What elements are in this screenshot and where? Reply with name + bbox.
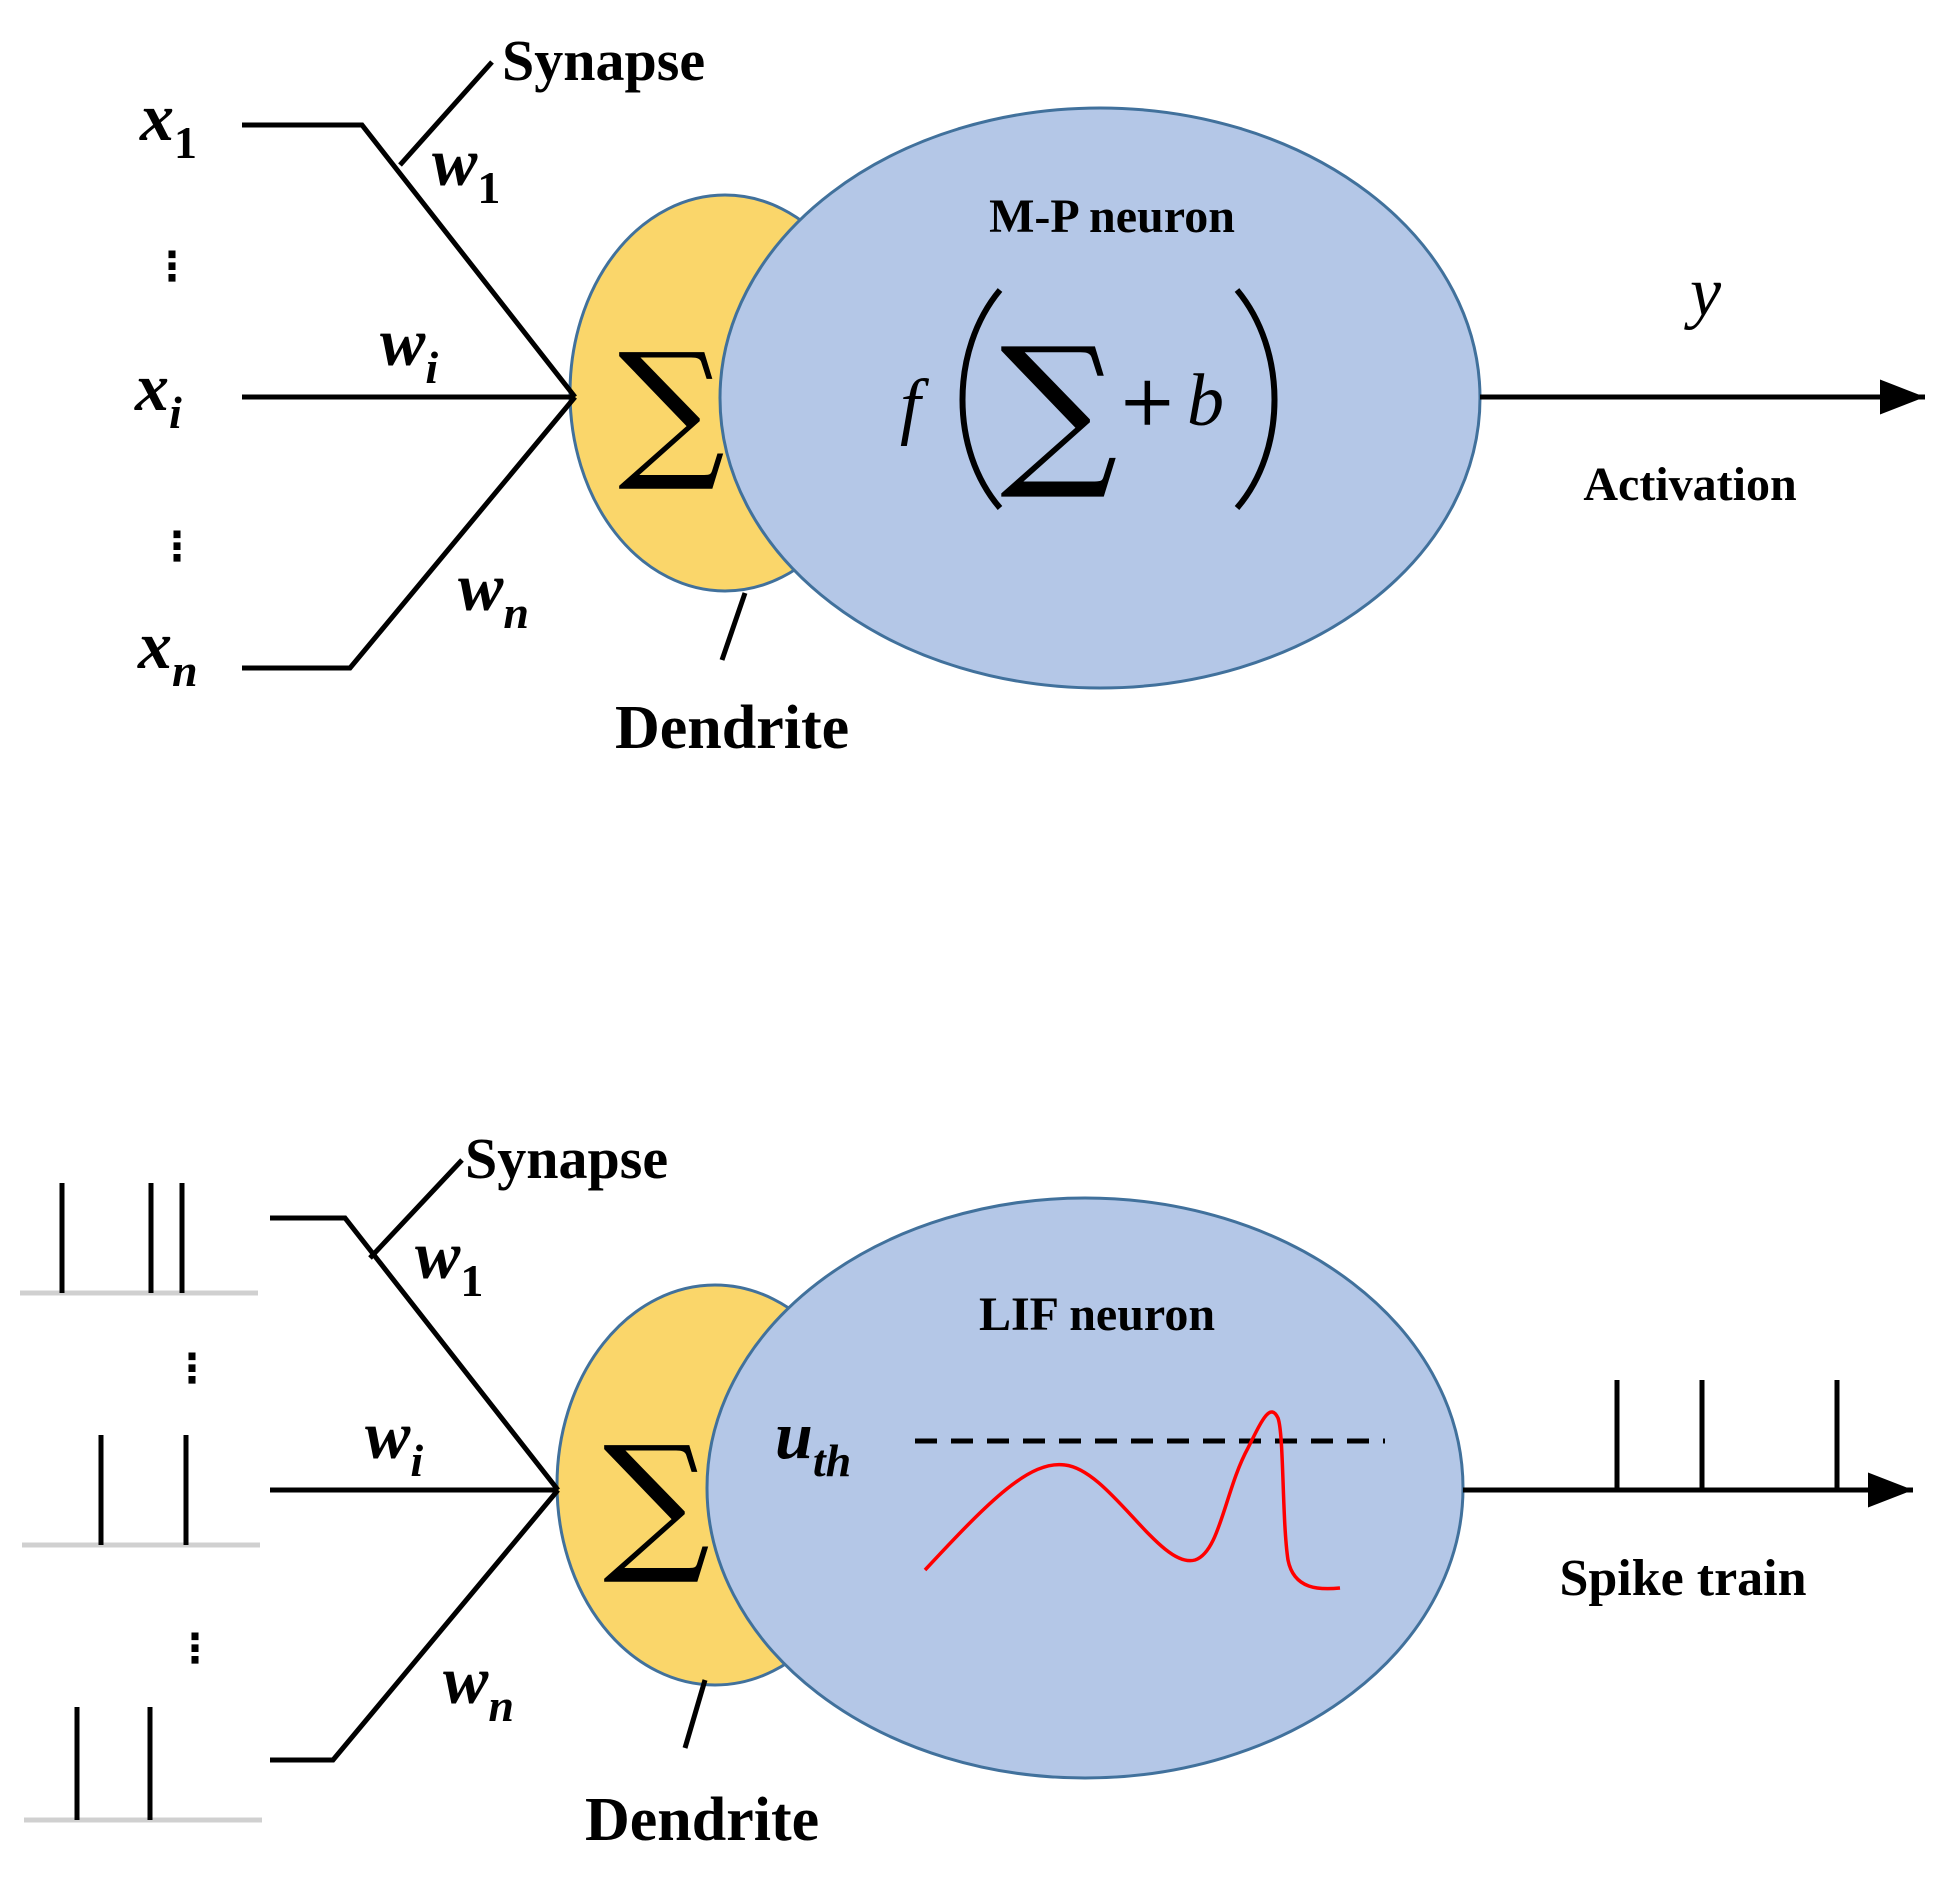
lif-weight-wn: wn — [443, 1642, 514, 1731]
mp-weight-w1: w1 — [432, 124, 500, 213]
mp-synapse-pointer — [398, 60, 494, 167]
lif-membrane-potential-curve — [923, 1410, 1341, 1591]
mp-input-x1: x1 — [139, 79, 197, 168]
lif-weight-wi: wi — [365, 1397, 423, 1486]
mp-synapse-label: Synapse — [502, 28, 705, 93]
mp-input-wire-1 — [242, 122, 577, 399]
lif-neuron-title: LIF neuron — [979, 1288, 1215, 1341]
mp-dendrite-sum-symbol: ∑ — [618, 322, 725, 496]
formula-sum: ∑ — [1000, 312, 1118, 504]
lif-dendrite-pointer — [682, 1679, 708, 1749]
mp-activation-label: Activation — [1583, 458, 1796, 511]
lif-input-wire-n — [270, 1488, 560, 1763]
lif-synapse-pointer — [368, 1158, 464, 1260]
mp-dendrite-label: Dendrite — [615, 694, 849, 762]
lif-input-spike-train-1 — [20, 1183, 258, 1296]
formula-left-paren — [959, 288, 1003, 510]
lif-weight-w1: w1 — [415, 1217, 483, 1306]
mp-input-xn: xn — [137, 607, 198, 696]
mp-neuron-title: M-P neuron — [989, 190, 1235, 243]
lif-input-spike-train-i — [22, 1435, 260, 1548]
formula-b: b — [1187, 360, 1224, 442]
mp-input-ellipsis-upper: ⋮ — [152, 244, 192, 290]
mp-weight-wi: wi — [380, 304, 438, 393]
mp-input-xi: xi — [134, 349, 182, 438]
mp-input-wire-n — [242, 395, 577, 671]
lif-dendrite-label: Dendrite — [585, 1786, 819, 1854]
mp-weight-wn: wn — [458, 549, 529, 638]
mp-input-ellipsis-lower: ⋮ — [157, 524, 197, 570]
lif-input-ellipsis-upper: ⋮ — [172, 1346, 212, 1392]
lif-input-spike-train-n — [24, 1707, 262, 1823]
mp-neuron-diagram: ∑ x1 xi xn ⋮ ⋮ w1 wi wn Synapse Dendrite… — [134, 28, 1925, 762]
mp-output-y: y — [1684, 254, 1722, 331]
formula-plus: + — [1118, 360, 1177, 442]
lif-spike-train-label: Spike train — [1559, 1550, 1806, 1607]
lif-dendrite-sum-symbol: ∑ — [603, 1415, 710, 1589]
lif-input-wire-1 — [270, 1215, 560, 1492]
lif-neuron-diagram: ⋮ ⋮ ∑ w1 wi wn Synapse Dendrite LIF neur… — [20, 1126, 1913, 1854]
lif-threshold-label: uth — [775, 1397, 851, 1486]
lif-synapse-label: Synapse — [465, 1126, 668, 1191]
formula-right-paren — [1234, 288, 1278, 510]
lif-soma-body — [705, 1196, 1465, 1780]
mp-dendrite-pointer — [719, 592, 748, 661]
lif-input-ellipsis-lower: ⋮ — [175, 1626, 215, 1672]
